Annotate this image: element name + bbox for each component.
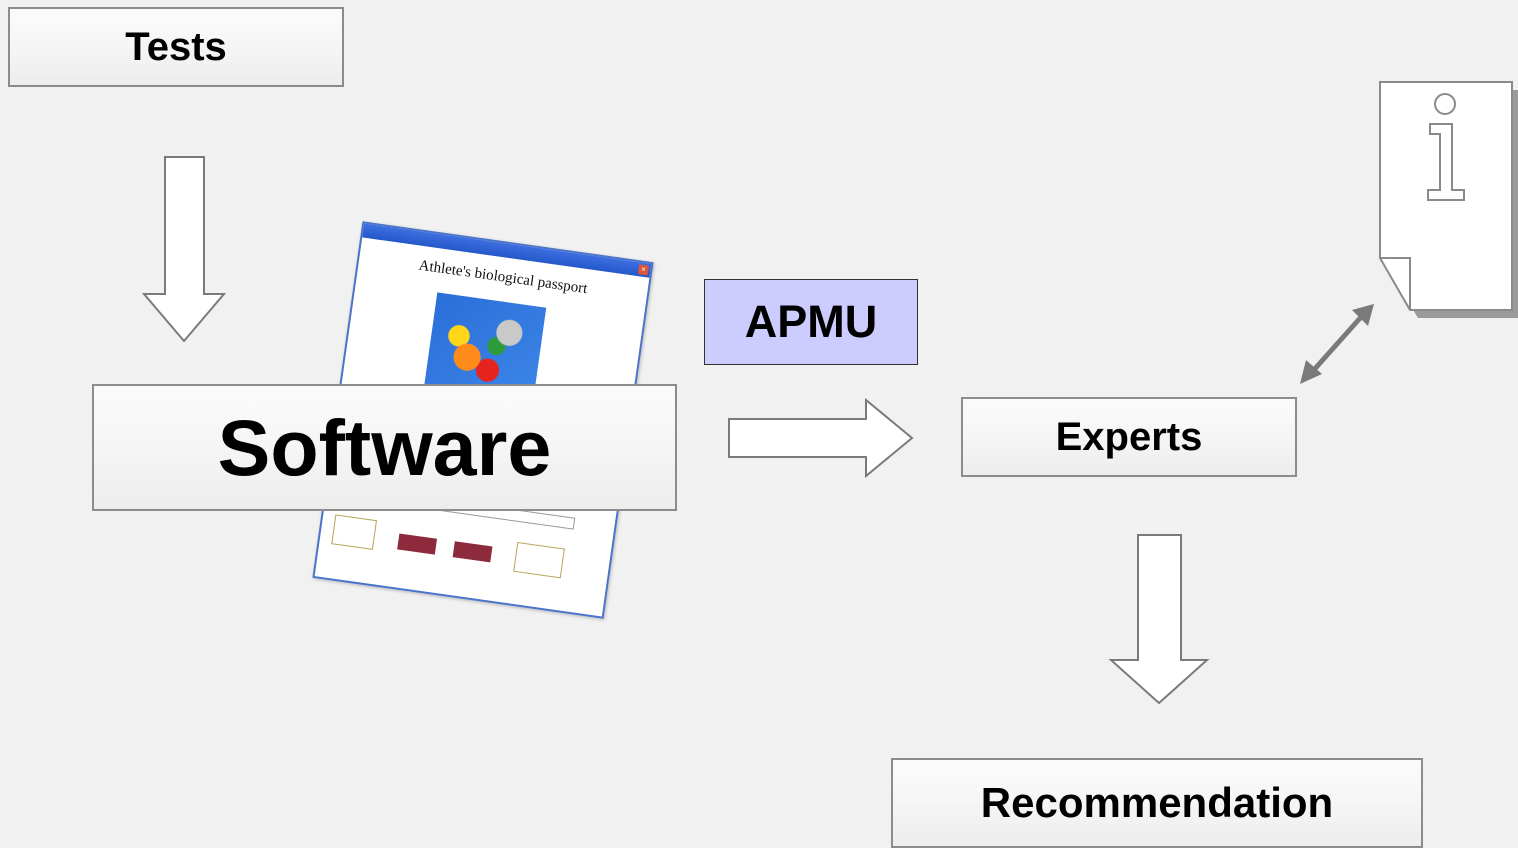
- recommendation-box: Recommendation: [891, 758, 1423, 848]
- info-document-icon: [1379, 81, 1518, 318]
- arrow-software-to-experts: [728, 397, 914, 479]
- arrow-experts-to-recommendation: [1108, 534, 1210, 705]
- tests-box: Tests: [8, 7, 344, 87]
- software-box: Software: [92, 384, 677, 511]
- experts-box: Experts: [961, 397, 1297, 477]
- apmu-box: APMU: [704, 279, 918, 365]
- double-headed-arrow: [1300, 304, 1374, 384]
- arrow-tests-to-software: [141, 156, 227, 343]
